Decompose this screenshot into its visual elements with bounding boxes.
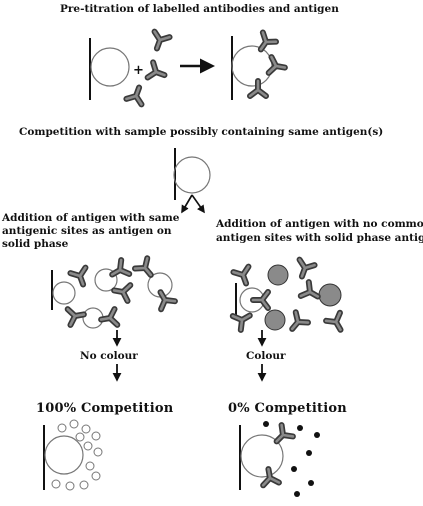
left-heading-line3: solid phase bbox=[2, 238, 69, 250]
left-heading-line1: Addition of antigen with same bbox=[2, 212, 180, 224]
colour-label: Colour bbox=[246, 350, 286, 362]
antibody-y-shape bbox=[271, 425, 293, 447]
antigen-circle bbox=[52, 281, 76, 305]
antibody-y-shape bbox=[326, 313, 347, 334]
antigen-circle bbox=[240, 434, 284, 478]
free-antigen-cluster bbox=[51, 419, 103, 491]
antigen-circle bbox=[231, 45, 273, 87]
antibody-y-shape bbox=[250, 81, 266, 96]
free-antigen-shaded bbox=[318, 283, 342, 307]
antibody-y-shape bbox=[294, 260, 314, 280]
right-heading-line1: Addition of antigen with no common bbox=[216, 218, 423, 230]
no-colour-label: No colour bbox=[80, 350, 138, 362]
antibody-y-shape bbox=[135, 258, 157, 280]
antibody-y-shape bbox=[100, 309, 118, 327]
antibody-y-shape bbox=[286, 312, 308, 334]
plus-sign: + bbox=[133, 63, 144, 78]
antigen-circle bbox=[173, 156, 211, 194]
antigen-circle bbox=[44, 435, 84, 475]
antibody-y-shape bbox=[301, 282, 322, 303]
free-antigen-shaded bbox=[264, 309, 286, 331]
free-antigen-shaded bbox=[267, 264, 289, 286]
antibody-y-shape bbox=[253, 292, 268, 308]
antigen-circle bbox=[90, 47, 130, 87]
competition-0-label: 0% Competition bbox=[228, 401, 347, 416]
antibody-y-shape bbox=[126, 85, 146, 105]
antibody-y-shape bbox=[149, 32, 169, 52]
split-arrow-left bbox=[181, 194, 193, 214]
competition-heading: Competition with sample possibly contain… bbox=[19, 126, 384, 138]
antibody-y-shape bbox=[70, 268, 90, 288]
right-heading-line2: antigen sites with solid phase antigen bbox=[216, 232, 423, 244]
enzyme-label-dots bbox=[263, 421, 320, 497]
title: Pre-titration of labelled antibodies and… bbox=[60, 3, 339, 15]
antibody-y-shape bbox=[68, 307, 86, 325]
antibody-y-shape bbox=[154, 288, 175, 309]
left-heading-line2: antigenic sites as antigen on bbox=[2, 225, 172, 237]
competition-100-label: 100% Competition bbox=[36, 401, 174, 416]
antigen-circle bbox=[94, 268, 118, 292]
antibody-y-shape bbox=[269, 57, 287, 75]
antibody-y-shape bbox=[148, 62, 168, 82]
split-arrow bbox=[181, 194, 204, 212]
